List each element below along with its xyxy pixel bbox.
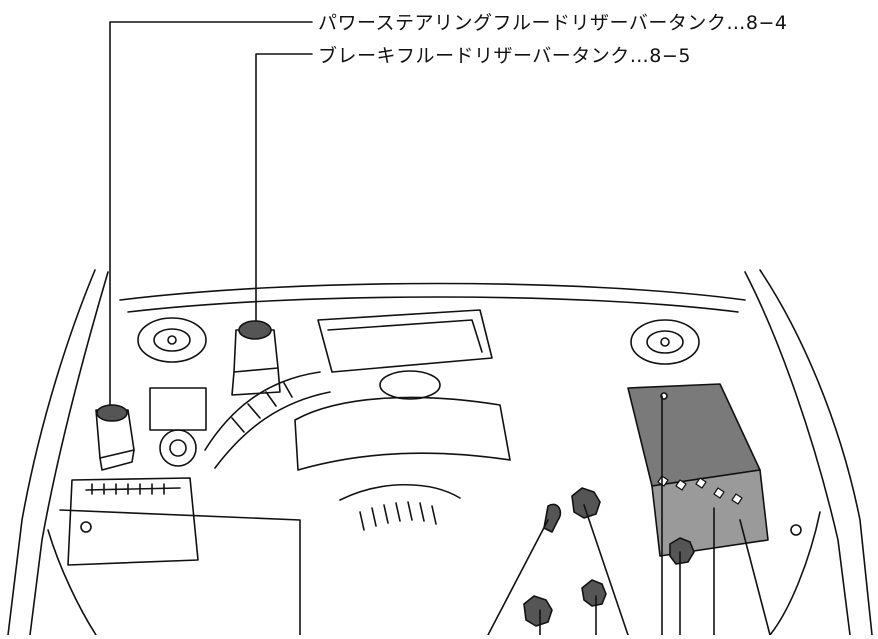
- right-strut-tower: [630, 319, 700, 365]
- brake-fluid-reservoir: [231, 320, 281, 396]
- left-fuse-connector: [149, 387, 207, 467]
- power-steering-reservoir: [95, 404, 135, 471]
- bottom-leader-lines: [487, 395, 715, 636]
- leader-line-brake-fluid: [255, 53, 313, 323]
- hood-outline: [7, 269, 873, 636]
- coolant-cap: [523, 595, 553, 627]
- oil-filler-cap: [571, 487, 601, 519]
- engine-cover: [294, 309, 511, 531]
- leader-line-power-steering: [109, 21, 313, 409]
- callout-brake-fluid-reservoir: ブレーキフルードリザーバータンク…8−5: [318, 45, 691, 67]
- air-cleaner-box: [67, 477, 199, 566]
- intake-hose: [204, 371, 331, 469]
- dipstick-handle: [543, 503, 562, 533]
- left-strut-tower: [137, 317, 207, 363]
- fuse-box: [627, 383, 769, 557]
- washer-cap: [581, 579, 607, 607]
- callout-power-steering-reservoir: パワーステアリングフルードリザーバータンク…8−4: [318, 12, 788, 34]
- front-panel: [47, 509, 821, 636]
- fuse-box-cap: [669, 537, 695, 565]
